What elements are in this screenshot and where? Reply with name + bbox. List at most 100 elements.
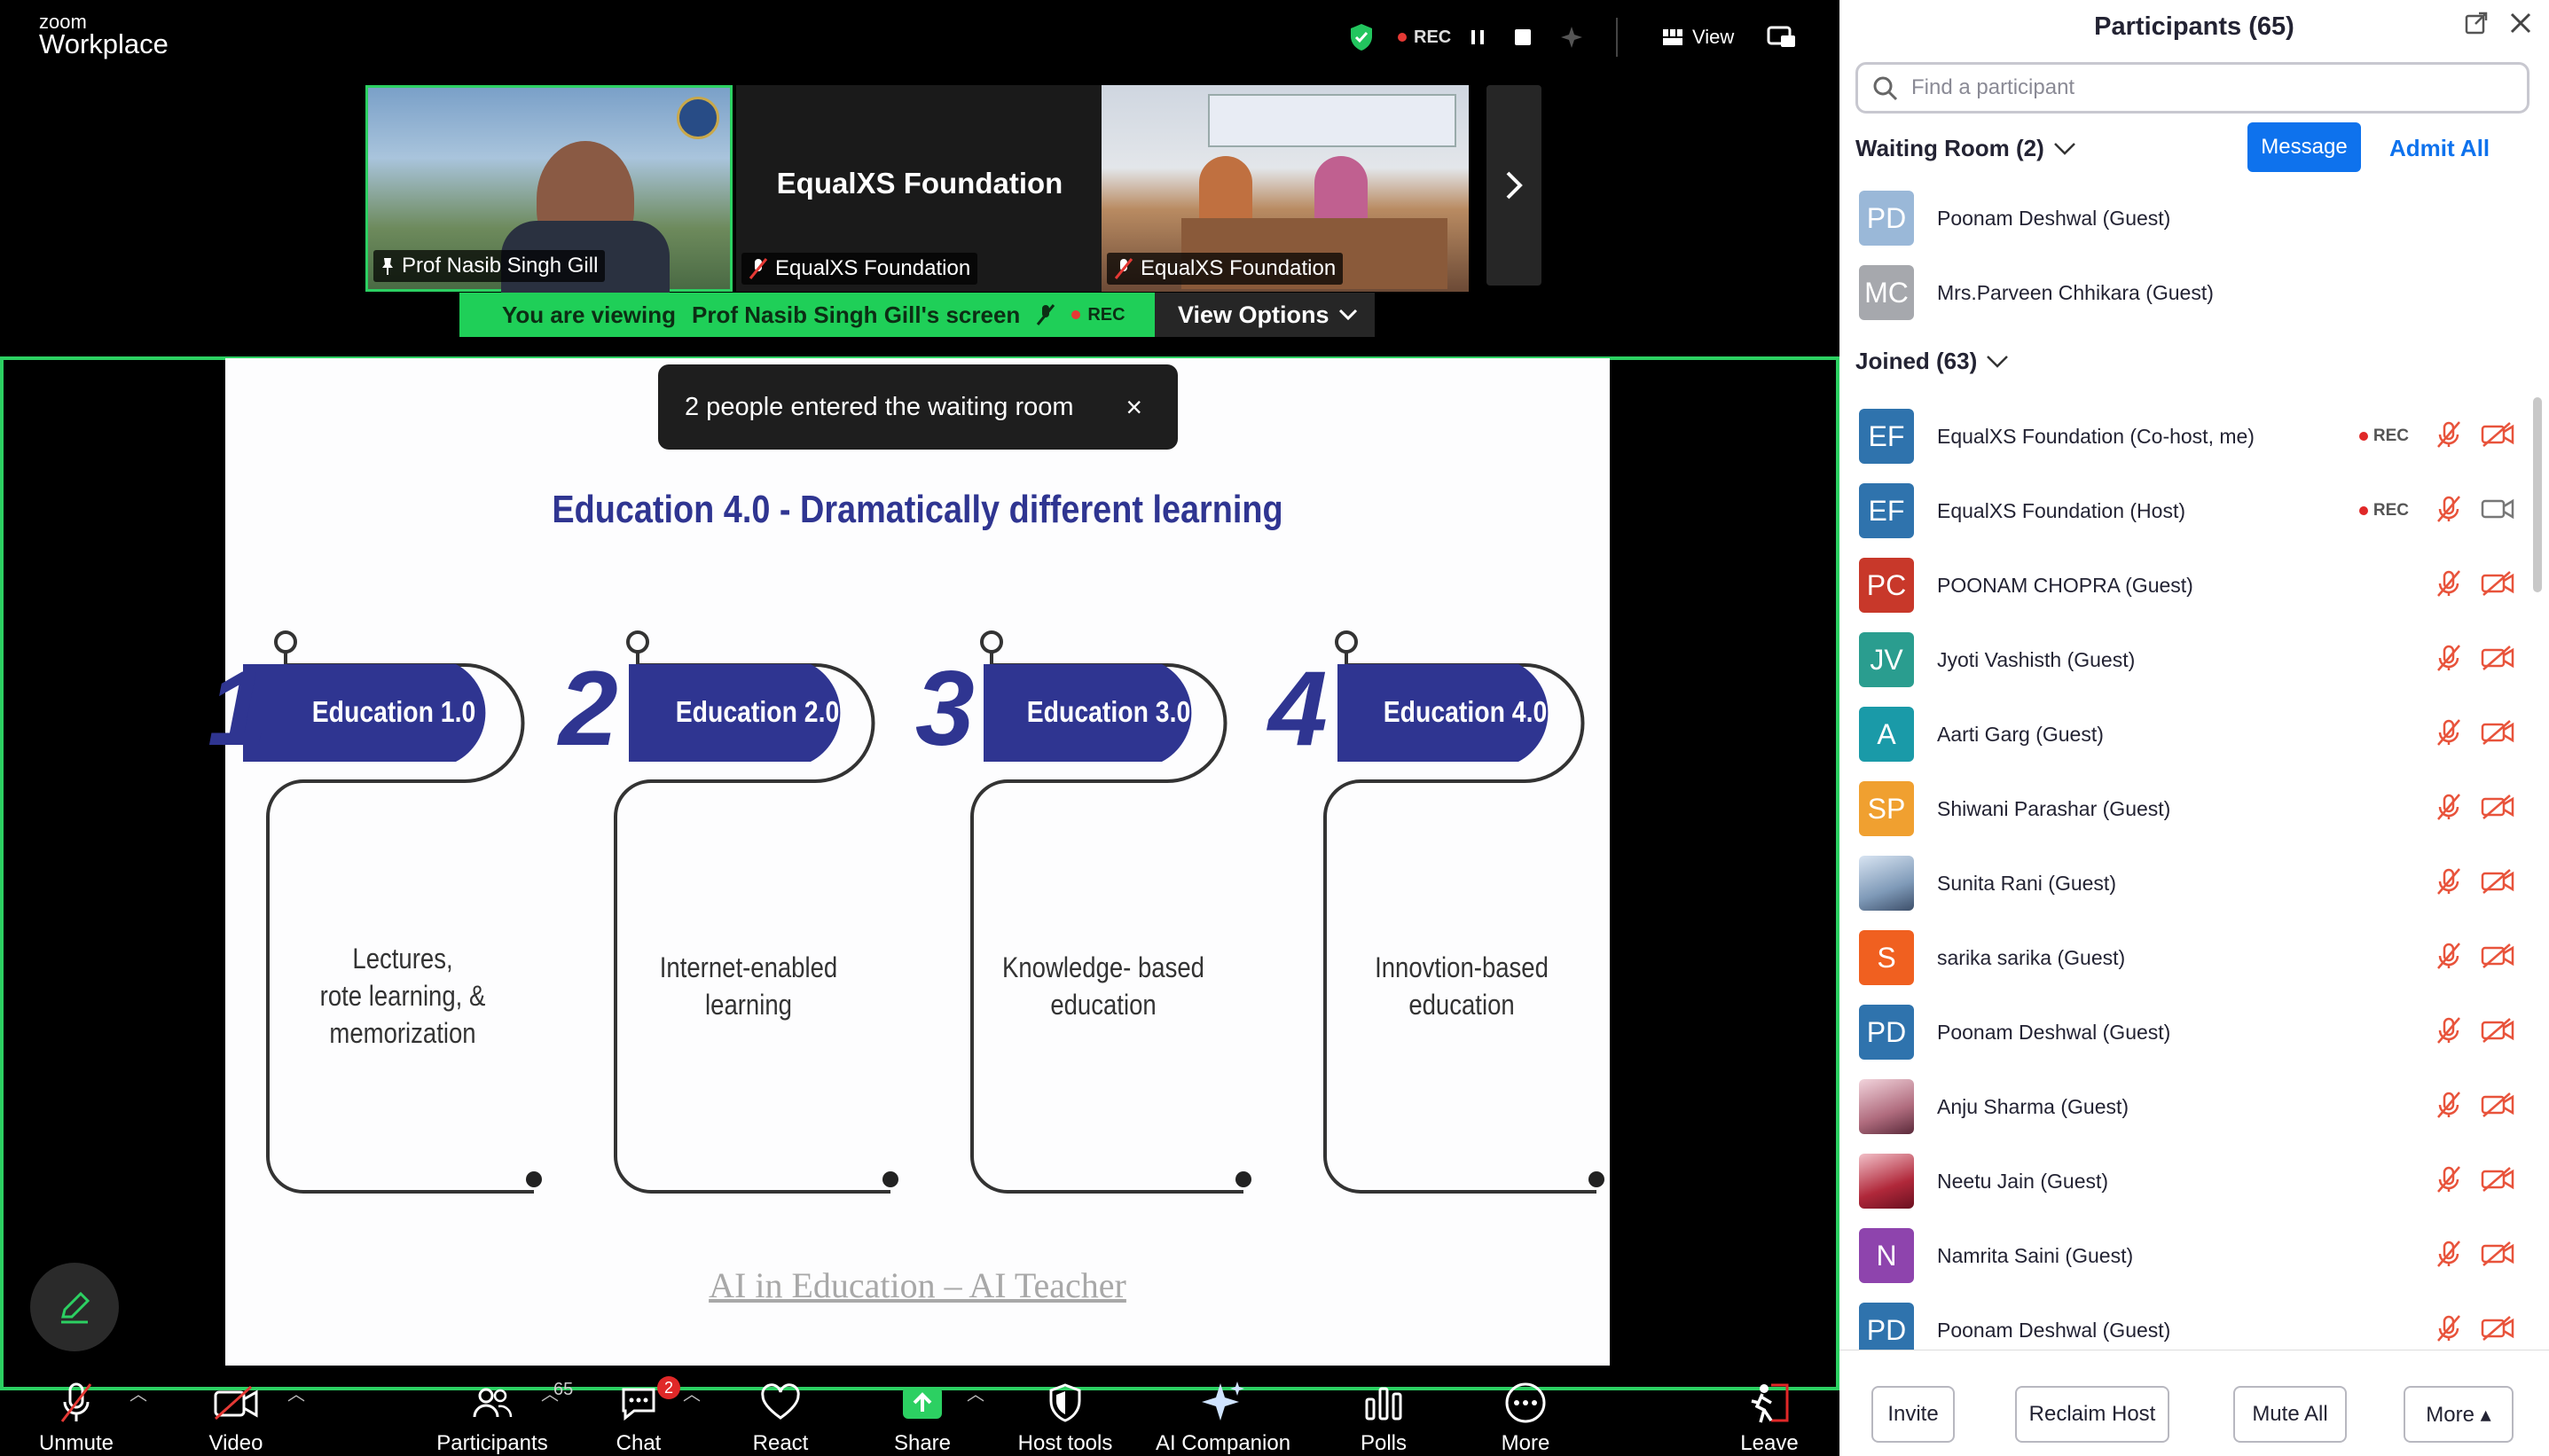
step-desc-line: education [1408,989,1515,1021]
camera-status-button[interactable] [2480,868,2515,899]
next-videos-button[interactable] [1486,85,1541,286]
step-description: Internet-enabled learning [634,949,863,1023]
video-off-icon [2481,1092,2514,1117]
panel-title: Participants (65) [2094,12,2294,41]
mic-status-button[interactable] [2434,717,2464,752]
mic-status-button[interactable] [2434,792,2464,826]
muted-mic-icon [2437,569,2460,597]
slide-title: Education 4.0 - Dramatically different l… [552,488,1283,531]
polls-button[interactable]: Polls [1348,1371,1419,1456]
pause-recording-icon[interactable] [1469,20,1486,55]
audio-options-caret[interactable]: ︿ [129,1385,147,1405]
waiting-room-header[interactable]: Waiting Room (2) [1855,135,2076,162]
viewing-who: Prof Nasib Singh Gill's screen [692,301,1021,328]
view-options-button[interactable]: View Options [1155,293,1375,337]
joined-participant-row[interactable]: Sunita Rani (Guest) [1859,846,2515,920]
camera-status-button[interactable] [2480,943,2515,974]
video-button[interactable]: Video [192,1371,280,1456]
camera-status-button[interactable] [2480,794,2515,825]
chat-button[interactable]: 2 Chat [603,1371,680,1456]
participant-name: EqualXS Foundation (Co-host, me) [1937,424,2255,448]
message-button[interactable]: Message [2247,122,2361,172]
mute-all-button[interactable]: Mute All [2233,1386,2347,1443]
video-tile-speaker[interactable]: Prof Nasib Singh Gill [365,85,733,301]
mic-status-button[interactable] [2434,1090,2464,1124]
mic-status-button[interactable] [2434,866,2464,901]
joined-header[interactable]: Joined (63) [1855,348,2009,375]
camera-status-button[interactable] [2480,1017,2515,1048]
leave-button[interactable]: Leave [1733,1371,1806,1456]
annotate-button[interactable] [30,1263,119,1351]
avatar: S [1859,930,1914,985]
stop-recording-icon[interactable] [1513,20,1533,55]
participant-status-icons [2434,941,2515,975]
mic-status-button[interactable] [2434,1313,2464,1348]
minimize-window-icon[interactable] [1767,20,1797,55]
camera-status-button[interactable] [2480,496,2515,527]
invite-button[interactable]: Invite [1871,1386,1955,1443]
mic-status-button[interactable] [2434,1164,2464,1199]
chat-caret[interactable]: ︿ [683,1385,701,1405]
reclaim-host-button[interactable]: Reclaim Host [2015,1386,2169,1443]
meeting-area: zoom Workplace REC View Prof Nasib Singh… [0,11,1839,1456]
participants-scrollbar[interactable] [2533,397,2542,592]
mic-status-button[interactable] [2434,1015,2464,1050]
mic-status-button[interactable] [2434,941,2464,975]
avatar: PD [1859,1303,1914,1358]
step-1 [243,630,542,1194]
pop-out-icon[interactable] [2464,11,2489,40]
camera-status-button[interactable] [2480,1092,2515,1123]
joined-participant-row[interactable]: Neetu Jain (Guest) [1859,1144,2515,1218]
mic-status-button[interactable] [2434,419,2464,454]
video-name: EqualXS Foundation [1141,256,1337,280]
admit-all-button[interactable]: Admit All [2389,135,2490,161]
muted-mic-icon [2437,718,2460,746]
camera-status-button[interactable] [2480,719,2515,750]
participants-caret[interactable]: ︿ [541,1385,559,1405]
ai-companion-button[interactable]: AI Companion [1151,1371,1295,1456]
participants-button[interactable]: 65 Participants [429,1371,573,1456]
react-button[interactable]: React [745,1371,816,1456]
video-options-caret[interactable]: ︿ [287,1385,305,1405]
host-tools-button[interactable]: Host tools [1011,1371,1119,1456]
share-caret[interactable]: ︿ [967,1385,984,1405]
viewing-prefix: You are viewing [502,301,677,328]
video-tile-equalxs[interactable]: EqualXS Foundation EqualXS Foundation [736,85,1103,292]
waiting-participant-row[interactable]: PD Poonam Deshwal (Guest) [1859,181,2515,255]
close-panel-icon[interactable] [2508,11,2533,40]
mic-status-button[interactable] [2434,494,2464,528]
mic-status-button[interactable] [2434,643,2464,677]
camera-status-button[interactable] [2480,1166,2515,1197]
mic-status-button[interactable] [2434,568,2464,603]
participant-search-input[interactable]: Find a participant [1855,62,2529,114]
more-button[interactable]: More [1490,1371,1561,1456]
mic-status-button[interactable] [2434,1239,2464,1273]
camera-status-button[interactable] [2480,1315,2515,1346]
camera-status-button[interactable] [2480,570,2515,601]
more-options-button[interactable]: More ▴ [2404,1386,2514,1443]
waiting-participant-row[interactable]: MC Mrs.Parveen Chhikara (Guest) [1859,255,2515,330]
toast-close-button[interactable]: × [1125,391,1142,423]
view-button[interactable]: View [1662,20,1734,55]
share-button[interactable]: Share [883,1371,961,1456]
camera-status-button[interactable] [2480,645,2515,676]
heart-icon [761,1383,800,1420]
unmute-button[interactable]: Unmute [32,1371,121,1456]
camera-status-button[interactable] [2480,421,2515,452]
video-tile-equalxs-room[interactable]: EqualXS Foundation [1102,85,1469,292]
ai-sparkle-icon[interactable] [1559,20,1584,55]
joined-participant-row[interactable]: Anju Sharma (Guest) [1859,1069,2515,1144]
camera-status-button[interactable] [2480,1241,2515,1272]
step-number: 1 [208,649,267,768]
security-shield-icon[interactable] [1348,20,1375,55]
